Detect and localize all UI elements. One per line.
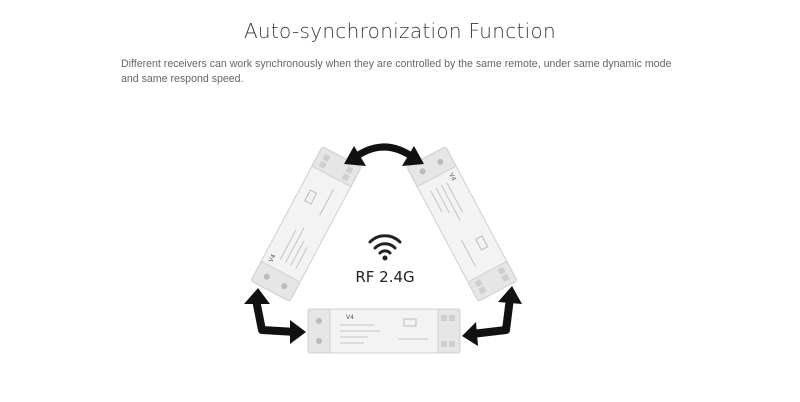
device-model-label: V4 <box>447 172 457 182</box>
device-model-label: V4 <box>268 253 278 263</box>
double-arrow-icon <box>344 146 424 166</box>
receiver-device-bottom: V4 <box>307 308 461 354</box>
receiver-device-right: V4 <box>406 146 518 302</box>
corner-arrow-icon <box>244 288 306 344</box>
page-title: Auto-synchronization Function <box>243 19 557 43</box>
wifi-icon <box>368 234 402 261</box>
corner-arrow-icon <box>462 286 522 346</box>
rf-label: RF 2.4G <box>355 268 415 286</box>
device-model-label: V4 <box>346 314 354 321</box>
description-text: Different receivers can work synchronous… <box>121 58 672 85</box>
receiver-device-left: V4 <box>250 146 362 302</box>
